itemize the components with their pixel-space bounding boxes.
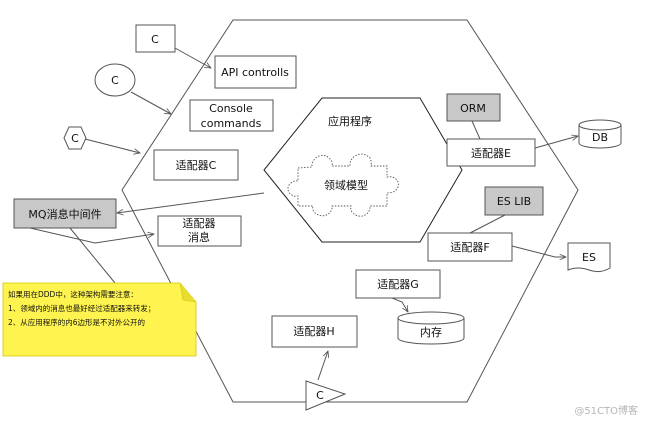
puzzle-piece-icon	[287, 153, 399, 217]
api-controlls-box	[214, 55, 297, 89]
edge-orm-to-adapter-e	[471, 120, 481, 140]
adapter-h-label: 适配器H	[293, 325, 334, 338]
adapter-f-label: 适配器F	[450, 241, 489, 254]
adapter-c-label: 适配器C	[176, 159, 217, 172]
note-line-1: 如果用在DDD中，这种架构需要注意：	[8, 289, 138, 299]
note-fold	[179, 282, 197, 303]
console-commands-box	[189, 99, 274, 132]
edge-hexagon-to-adapter-c	[84, 138, 140, 153]
actor-hexagon	[63, 126, 87, 150]
note-sticky	[2, 282, 197, 357]
watermark: @51CTO博客	[574, 404, 638, 417]
note-line-2: 1、领域内的消息也最好经过适配器来转发；	[8, 303, 155, 313]
note-line-3: 2、从应用程序的内6边形是不对外公开的	[8, 317, 145, 327]
edge-circle-to-console	[130, 91, 171, 114]
orm-box	[446, 93, 501, 122]
adapter-msg-label-1: 适配器	[183, 217, 216, 230]
es-document-icon	[567, 242, 611, 273]
console-label-2: commands	[201, 117, 262, 130]
mq-middleware-box	[13, 198, 117, 229]
console-label-1: Console	[209, 102, 253, 115]
actor-circle-label: C	[111, 74, 119, 87]
edge-adapter-e-to-db	[534, 136, 578, 149]
actor-hexagon-label: C	[71, 132, 79, 145]
edge-triangle-to-adapter-h	[317, 351, 328, 381]
es-lib-label: ES LIB	[497, 195, 531, 208]
memory-cylinder-icon	[397, 311, 465, 345]
actor-square-label: C	[151, 33, 159, 46]
adapter-g-box	[355, 269, 441, 299]
adapter-e-box	[446, 138, 536, 167]
edge-mq-to-note	[69, 227, 116, 284]
inner-hexagon	[263, 97, 463, 243]
outer-hexagon	[121, 19, 579, 403]
edge-mq-to-adapter-msg	[29, 227, 154, 244]
orm-label: ORM	[460, 102, 486, 115]
actor-square	[135, 24, 176, 53]
es-lib-box	[484, 186, 544, 216]
domain-model-label: 领域模型	[324, 178, 368, 192]
edge-app-to-mq	[117, 192, 265, 213]
edge-eslib-to-adapter-f	[469, 214, 506, 234]
api-controlls-label: API controlls	[221, 66, 289, 79]
actor-circle	[94, 63, 136, 97]
mq-middleware-label: MQ消息中间件	[28, 207, 101, 221]
es-label: ES	[582, 251, 596, 264]
adapter-msg-label-2: 消息	[188, 230, 210, 244]
adapter-g-label: 适配器G	[377, 278, 419, 291]
application-label: 应用程序	[328, 114, 372, 128]
adapter-e-label: 适配器E	[471, 147, 511, 160]
edge-adapter-f-to-es	[511, 245, 566, 257]
db-label: DB	[592, 131, 608, 144]
edge-adapter-g-to-memory	[391, 297, 408, 312]
memory-label: 内存	[420, 325, 442, 339]
edge-square-to-api	[174, 47, 211, 68]
adapter-c-box	[153, 149, 239, 181]
adapter-msg-box	[157, 215, 242, 247]
adapter-f-box	[427, 232, 513, 262]
actor-triangle-label: C	[316, 389, 324, 402]
actor-triangle	[305, 380, 347, 411]
db-cylinder-icon	[578, 119, 622, 149]
adapter-h-box	[271, 315, 358, 348]
